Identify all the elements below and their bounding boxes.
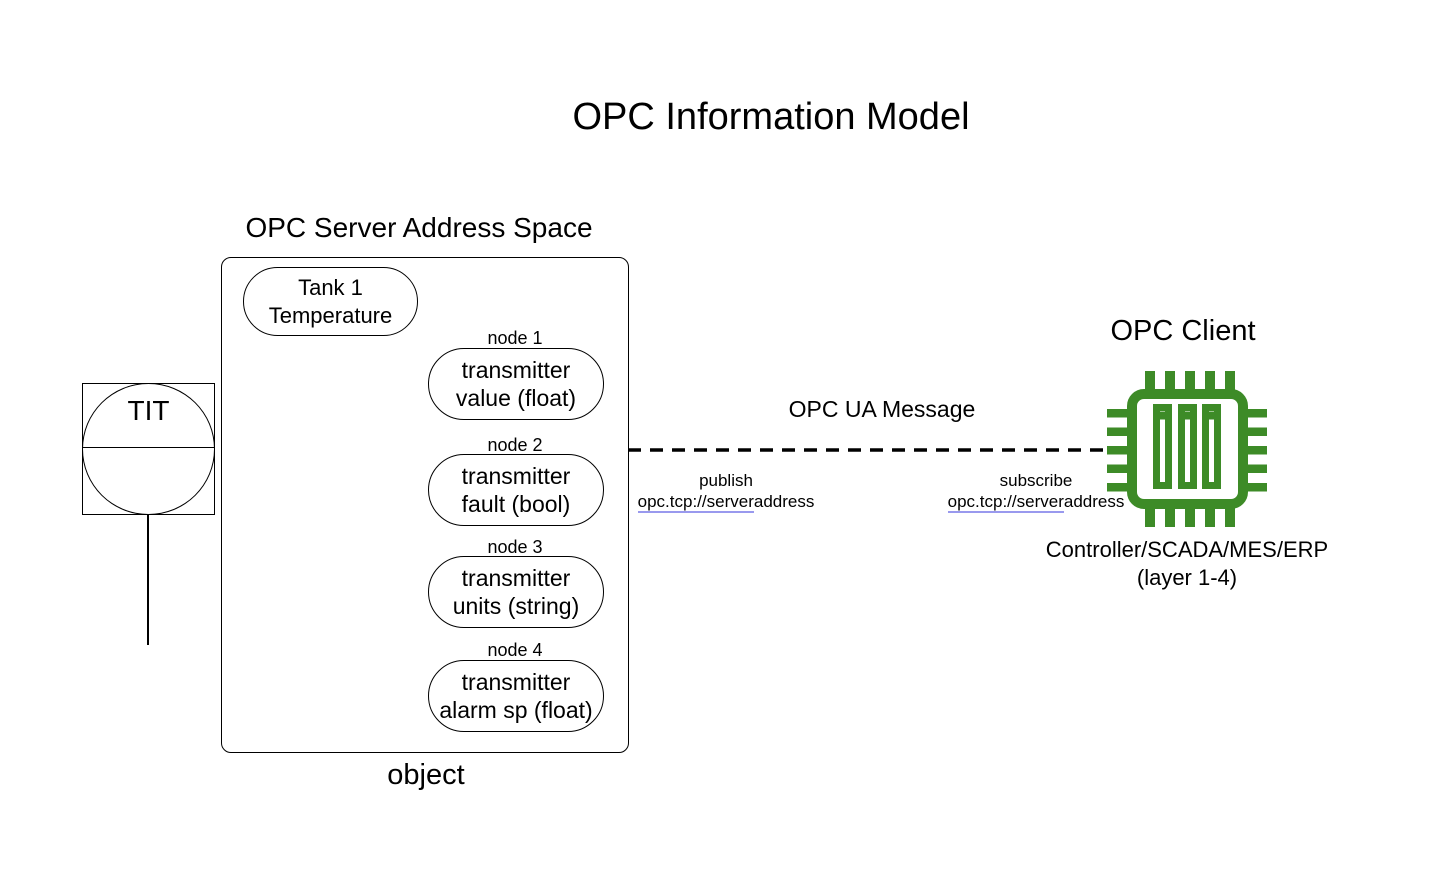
node1-line2: value (float) — [455, 385, 577, 411]
publish-address-link[interactable]: opc.tcp://server — [637, 492, 754, 513]
root-node-line2: Temperature — [268, 302, 393, 328]
chip-icon — [1107, 371, 1267, 527]
node3-pill: transmitter units (string) — [428, 556, 604, 628]
opc-ua-message-label: OPC UA Message — [788, 396, 976, 422]
node2-pill: transmitter fault (bool) — [428, 454, 604, 526]
subscribe-block: subscribe opc.tcp://serveraddress — [936, 470, 1136, 513]
node4-line2: alarm sp (float) — [439, 697, 593, 723]
publish-label: publish — [699, 471, 753, 490]
subscribe-address-link[interactable]: opc.tcp://server — [947, 492, 1064, 513]
publish-block: publish opc.tcp://serveraddress — [626, 470, 826, 513]
instrument-circle — [82, 383, 215, 515]
page-title: OPC Information Model — [572, 96, 970, 138]
object-caption: object — [387, 759, 465, 791]
subscribe-label: subscribe — [999, 471, 1073, 490]
publish-address-rest: address — [753, 492, 815, 511]
node4-label: node 4 — [487, 640, 543, 660]
subscribe-address[interactable]: opc.tcp://serveraddress — [936, 491, 1136, 513]
instrument-symbol: TIT — [82, 383, 215, 515]
node2-label: node 2 — [487, 435, 543, 455]
instrument-tag: TIT — [127, 395, 170, 426]
subscribe-address-rest: address — [1063, 492, 1125, 511]
publish-address[interactable]: opc.tcp://serveraddress — [626, 491, 826, 513]
client-caption-line2: (layer 1-4) — [1136, 565, 1238, 590]
node4-pill: transmitter alarm sp (float) — [428, 660, 604, 732]
node3-label: node 3 — [487, 537, 543, 557]
client-caption-line1: Controller/SCADA/MES/ERP — [1045, 537, 1329, 562]
server-heading: OPC Server Address Space — [245, 212, 593, 243]
instrument-midline — [83, 447, 214, 448]
root-node-line1: Tank 1 — [298, 274, 363, 300]
node4-line1: transmitter — [461, 669, 571, 695]
node2-line2: fault (bool) — [461, 491, 571, 517]
node1-line1: transmitter — [461, 357, 571, 383]
client-heading: OPC Client — [1110, 315, 1256, 347]
node1-label: node 1 — [487, 328, 543, 348]
instrument-stem-line — [147, 515, 149, 645]
node1-pill: transmitter value (float) — [428, 348, 604, 420]
root-node-pill: Tank 1 Temperature — [243, 267, 418, 336]
node3-line1: transmitter — [461, 565, 571, 591]
node3-line2: units (string) — [452, 593, 580, 619]
node2-line1: transmitter — [461, 463, 571, 489]
client-caption: Controller/SCADA/MES/ERP (layer 1-4) — [1027, 536, 1347, 592]
